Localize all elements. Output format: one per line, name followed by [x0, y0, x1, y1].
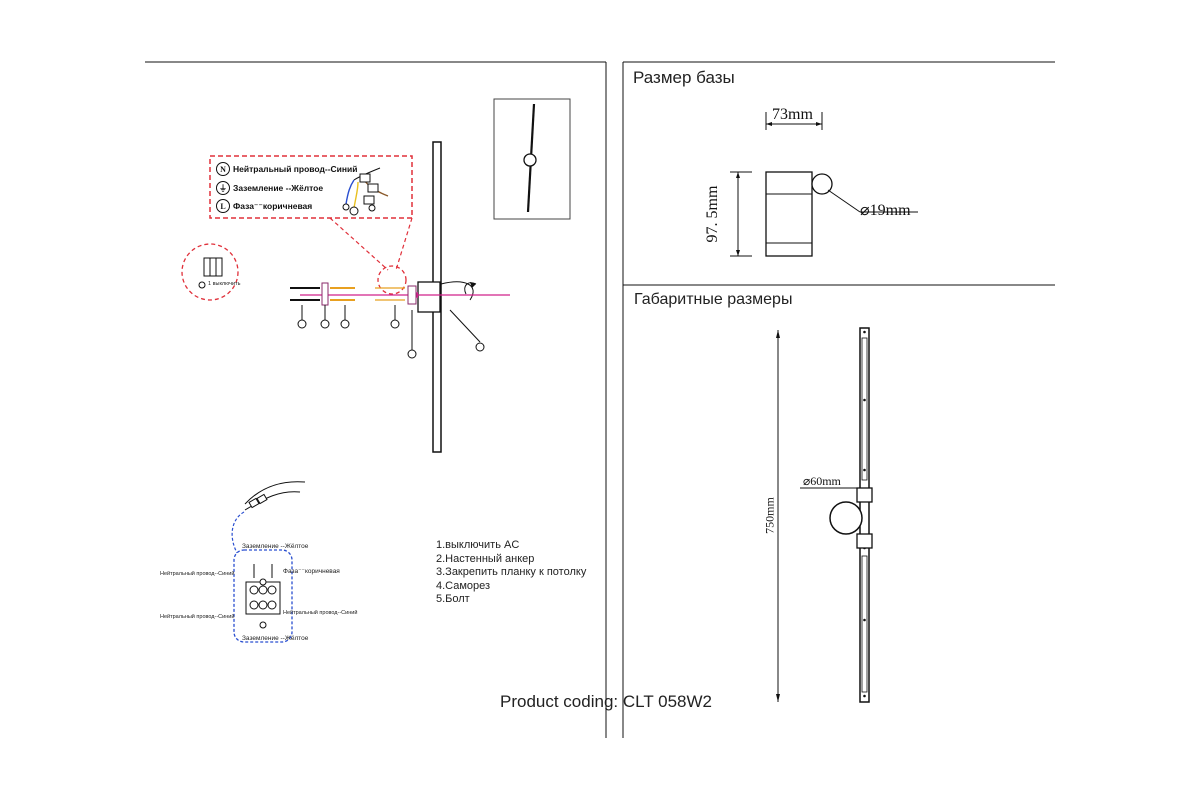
- overall-length-label: 750mm: [762, 497, 777, 534]
- terminal-label-neutral-left: Нейтральный провод--Синий: [160, 571, 235, 577]
- legend-neutral-text: Нейтральный провод--Синий: [233, 164, 358, 174]
- overall-dimensions-title: Габаритные размеры: [634, 291, 793, 308]
- base-diameter-label: ⌀19mm: [860, 202, 911, 219]
- installation-drawing: [181, 98, 571, 643]
- lamp-round-base: [829, 501, 863, 535]
- legend-phase: L Фаза⁻⁻коричневая: [216, 199, 312, 213]
- overall-dimensions-drawing: [776, 327, 873, 703]
- terminal-label-neutral-left2: Нейтральный провод--Синий: [160, 614, 235, 620]
- step-1: 1.выключить AC: [436, 539, 520, 551]
- base-body: [765, 171, 813, 257]
- legend-phase-text: Фаза⁻⁻коричневая: [233, 200, 313, 211]
- overall-diameter-label: ⌀60mm: [803, 474, 841, 488]
- small-badge-text: 1 выключить: [208, 281, 241, 287]
- base-size-drawing: [730, 112, 918, 257]
- terminal-label-neutral-right: Нейтральный провод--Синий: [283, 610, 358, 616]
- legend-ground: ⏚ Заземление --Жёлтое: [216, 181, 323, 195]
- neutral-symbol-icon: N: [216, 162, 230, 176]
- step-4: 4.Саморез: [436, 579, 491, 592]
- terminal-label-ground-bottom: Заземление --Жёлтое: [242, 635, 309, 642]
- product-coding: Product coding: CLT 058W2: [500, 692, 712, 711]
- base-size-title: Размер базы: [633, 68, 735, 87]
- legend-ground-text: Заземление --Жёлтое: [233, 183, 324, 193]
- step-2: 2.Настенный анкер: [436, 552, 535, 565]
- ground-symbol-icon: ⏚: [216, 181, 230, 195]
- step-5: 5.Болт: [436, 593, 470, 605]
- base-knob: [811, 173, 833, 195]
- base-height-label: 97. 5mm: [704, 185, 721, 243]
- terminal-label-phase-right: Фаза⁻⁻коричневая: [283, 568, 340, 575]
- phase-symbol-icon: L: [216, 199, 230, 213]
- base-width-label: 73mm: [772, 106, 813, 123]
- step-3: 3.Закрепить планку к потолку: [436, 566, 587, 578]
- installation-steps: 1.выключить AC 2.Настенный анкер 3.Закре…: [436, 539, 586, 607]
- terminal-label-ground-top: Заземление --Жёлтое: [242, 543, 309, 550]
- legend-neutral: N Нейтральный провод--Синий: [216, 162, 358, 176]
